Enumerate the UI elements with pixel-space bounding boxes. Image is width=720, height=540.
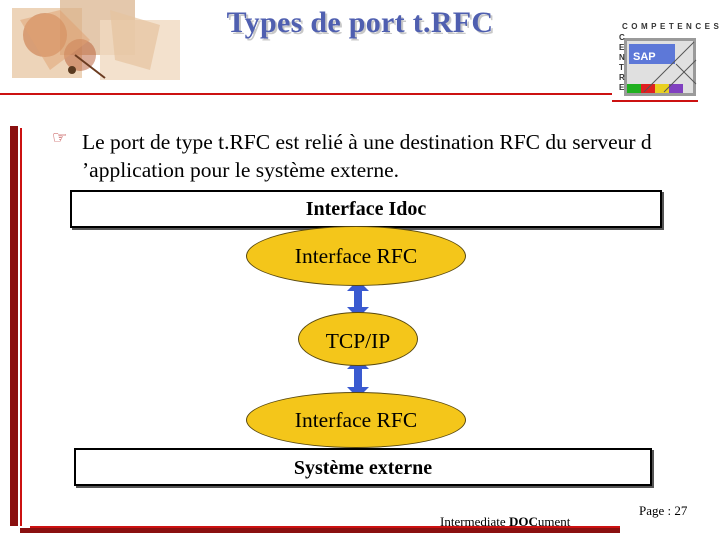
bullet-text: Le port de type t.RFC est relié à une de… [82, 128, 652, 184]
page-number: Page : 27 [639, 503, 687, 519]
frame-top-right-line [612, 100, 698, 102]
pointing-hand-icon: ☞ [52, 128, 67, 148]
frame-left-line [20, 128, 22, 526]
tcp-ip-ellipse: TCP/IP [298, 312, 418, 366]
footer-document-label: Intermediate DOCument [440, 514, 570, 530]
footer-doc-prefix: Intermediate [440, 514, 509, 529]
frame-left-bar [10, 126, 18, 526]
interface-rfc-ellipse-upper: Interface RFC [246, 226, 466, 286]
logo-side-letters: CENTRE [619, 33, 627, 93]
footer-doc-suffix: ument [538, 514, 571, 529]
systeme-externe-box: Système externe [74, 448, 652, 486]
frame-top-line [0, 93, 612, 95]
slide-title: Types de port t.RFC [150, 6, 570, 40]
interface-rfc-ellipse-lower: Interface RFC [246, 392, 466, 448]
logo-sap-badge: SAP [633, 51, 656, 63]
logo-wordmark: COMPETENCES [622, 22, 720, 31]
interface-idoc-box: Interface Idoc [70, 190, 662, 228]
footer-doc-bold: DOC [509, 514, 538, 529]
